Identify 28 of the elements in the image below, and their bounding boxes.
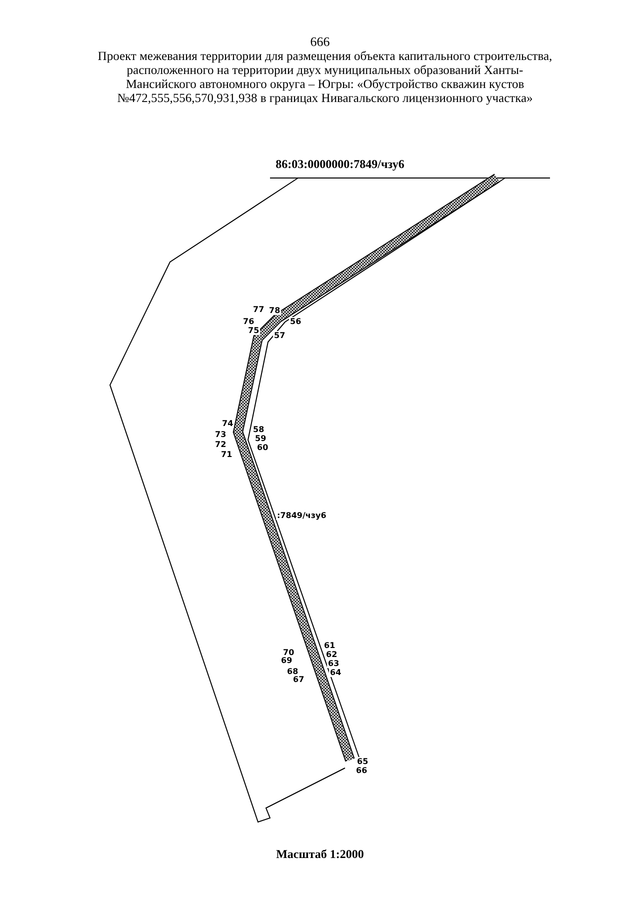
point-number: 63 bbox=[327, 659, 340, 668]
point-number: 72 bbox=[214, 440, 228, 449]
parcel-label: :7849/чзу6 bbox=[276, 511, 328, 520]
point-number: 58 bbox=[252, 425, 266, 434]
page-number: 666 bbox=[310, 34, 330, 50]
point-number: 73 bbox=[214, 430, 228, 439]
cadastral-number: 86:03:0000000:7849/чзу6 bbox=[276, 157, 404, 172]
point-number: 71 bbox=[220, 450, 234, 459]
document-title: Проект межевания территории для размещения объекта капитального строительства, расположенного на территории двух муниципальных образований Ханты-Мансийского автономного округа – Югры: «Обустройство скважин кустов №472,555,556,570,931,938 в границах Нивагальского лицензионного участка» bbox=[96, 49, 554, 105]
point-number: 76 bbox=[242, 317, 256, 326]
point-number: 56 bbox=[289, 317, 302, 326]
point-number: 68 bbox=[286, 667, 300, 676]
point-number: 74 bbox=[221, 419, 234, 428]
point-number: 62 bbox=[325, 650, 338, 659]
point-number: 77 bbox=[252, 305, 266, 314]
point-number: 65 bbox=[356, 757, 370, 766]
point-number: 64 bbox=[329, 668, 342, 677]
point-number: 78 bbox=[268, 306, 282, 315]
point-number: 61 bbox=[323, 641, 336, 650]
point-number: 70 bbox=[282, 648, 296, 657]
point-number: 67 bbox=[292, 675, 306, 684]
point-number: 66 bbox=[355, 766, 368, 775]
point-number: 75 bbox=[247, 326, 260, 335]
scale-note: Масштаб 1:2000 bbox=[276, 847, 364, 862]
point-number: 60 bbox=[256, 443, 270, 452]
point-number: 69 bbox=[280, 656, 294, 665]
point-number: 57 bbox=[273, 331, 286, 340]
point-number: 59 bbox=[254, 434, 268, 443]
